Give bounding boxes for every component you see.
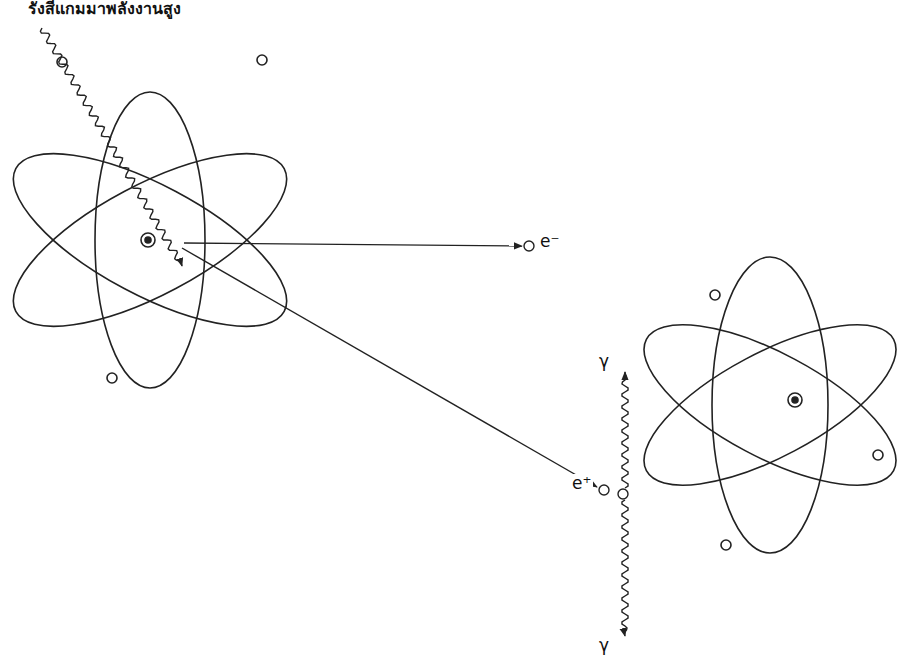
nucleus-core	[145, 237, 151, 243]
electron	[721, 540, 731, 550]
annihilation-photon	[622, 372, 628, 488]
electron-label: e⁻	[538, 232, 561, 252]
right-atom	[622, 257, 906, 553]
electron	[257, 55, 267, 65]
gamma-ray	[40, 28, 182, 266]
particle-tracks	[182, 241, 628, 499]
photon-label: γ	[597, 352, 611, 372]
positron-label: e⁺	[570, 474, 593, 494]
left-atom	[0, 55, 310, 388]
electron	[107, 373, 117, 383]
positron-track	[182, 248, 597, 487]
annihilation-photon	[622, 500, 628, 636]
gamma-ray-label: รังสีแกมมาพลังงานสูง	[26, 0, 183, 18]
electron	[618, 489, 628, 499]
electron-particle	[524, 241, 534, 251]
orbit	[0, 120, 310, 360]
nucleus	[141, 233, 155, 247]
nucleus-core	[792, 397, 798, 403]
nucleus	[788, 393, 802, 407]
orbit	[0, 120, 310, 360]
electron	[873, 450, 883, 460]
orbit	[622, 293, 906, 516]
electron	[710, 290, 720, 300]
electron-track	[184, 243, 522, 246]
photon-waves	[40, 28, 628, 636]
positron-particle	[599, 485, 609, 495]
orbit	[712, 257, 828, 553]
photon-label: γ	[597, 636, 611, 656]
orbit	[622, 293, 906, 516]
orbit	[95, 92, 205, 388]
